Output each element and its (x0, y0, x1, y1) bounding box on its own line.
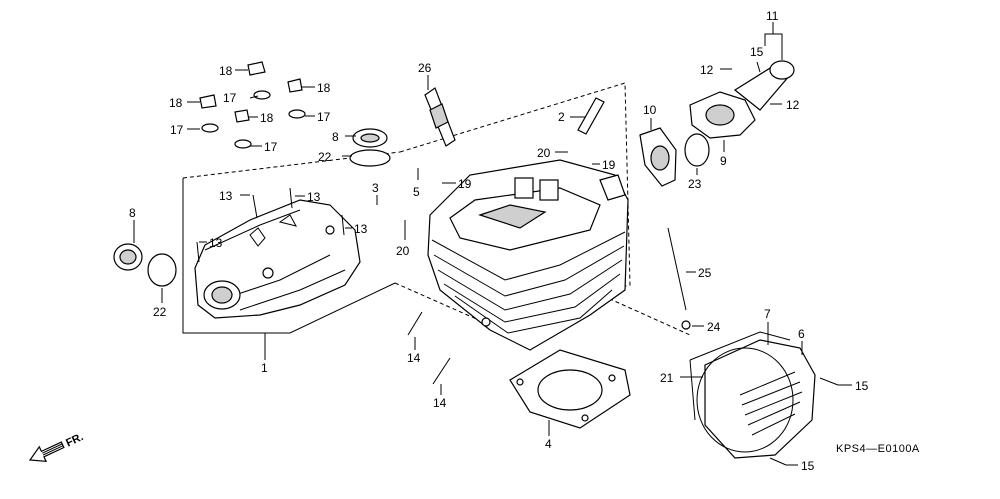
label-15: 15 (750, 45, 764, 59)
label-24: 24 (707, 320, 721, 334)
stud-25 (667, 227, 691, 330)
cylinder-head (427, 159, 629, 351)
label-13: 13 (209, 236, 223, 250)
label-3: 3 (372, 181, 379, 195)
label-25: 25 (698, 266, 712, 280)
label-11: 11 (766, 9, 779, 23)
label-12: 12 (786, 98, 800, 112)
label-7: 7 (764, 307, 771, 321)
label-22: 22 (153, 305, 167, 319)
label-1: 1 (261, 361, 268, 375)
label-10: 10 (643, 103, 657, 117)
label-20: 20 (396, 244, 410, 258)
intake-pipe (689, 60, 795, 139)
label-8: 8 (129, 206, 136, 220)
insulator (639, 127, 677, 187)
label-18: 18 (260, 111, 274, 125)
label-4: 4 (545, 437, 552, 451)
label-26: 26 (418, 61, 432, 75)
label-6: 6 (798, 327, 805, 341)
front-label: FR. (64, 431, 85, 449)
label-19: 19 (602, 158, 616, 172)
o-ring-23 (684, 133, 710, 167)
diagram-code: KPS4—E0100A (836, 443, 920, 455)
part-labels: 18 18 17 18 18 17 17 17 8 22 26 2 20 19 … (129, 9, 869, 473)
label-8: 8 (332, 130, 339, 144)
label-13: 13 (307, 190, 321, 204)
label-23: 23 (688, 177, 702, 191)
label-14: 14 (433, 396, 447, 410)
label-13: 13 (354, 222, 368, 236)
label-20: 20 (537, 146, 551, 160)
label-21: 21 (660, 371, 674, 385)
label-15: 15 (801, 459, 815, 473)
bolts-15 (769, 377, 839, 466)
label-17: 17 (264, 140, 278, 154)
bolts-13 (196, 187, 345, 263)
label-18: 18 (219, 64, 233, 78)
cylinder-head-gasket (509, 349, 631, 429)
front-direction-arrow: FR. (28, 431, 85, 463)
label-18: 18 (317, 81, 331, 95)
label-9: 9 (720, 154, 727, 168)
label-18: 18 (169, 96, 183, 110)
studs-14 (407, 311, 451, 385)
label-22: 22 (318, 150, 332, 164)
cylinder-head-cover (194, 199, 361, 319)
bolt-2 (577, 97, 605, 135)
label-5: 5 (413, 185, 420, 199)
tappet-cap-left (113, 243, 177, 287)
tappet-cap-top (349, 128, 391, 167)
leader-lines (133, 22, 852, 466)
nuts-and-washers (199, 61, 306, 149)
label-15: 15 (855, 379, 869, 393)
label-17: 17 (317, 110, 331, 124)
side-cover (689, 331, 816, 459)
spark-plug (424, 87, 456, 147)
label-14: 14 (407, 351, 421, 365)
label-19: 19 (458, 177, 472, 191)
label-13: 13 (219, 189, 233, 203)
label-12: 12 (700, 63, 714, 77)
label-17: 17 (170, 123, 184, 137)
label-17: 17 (223, 91, 237, 105)
label-2: 2 (558, 110, 565, 124)
